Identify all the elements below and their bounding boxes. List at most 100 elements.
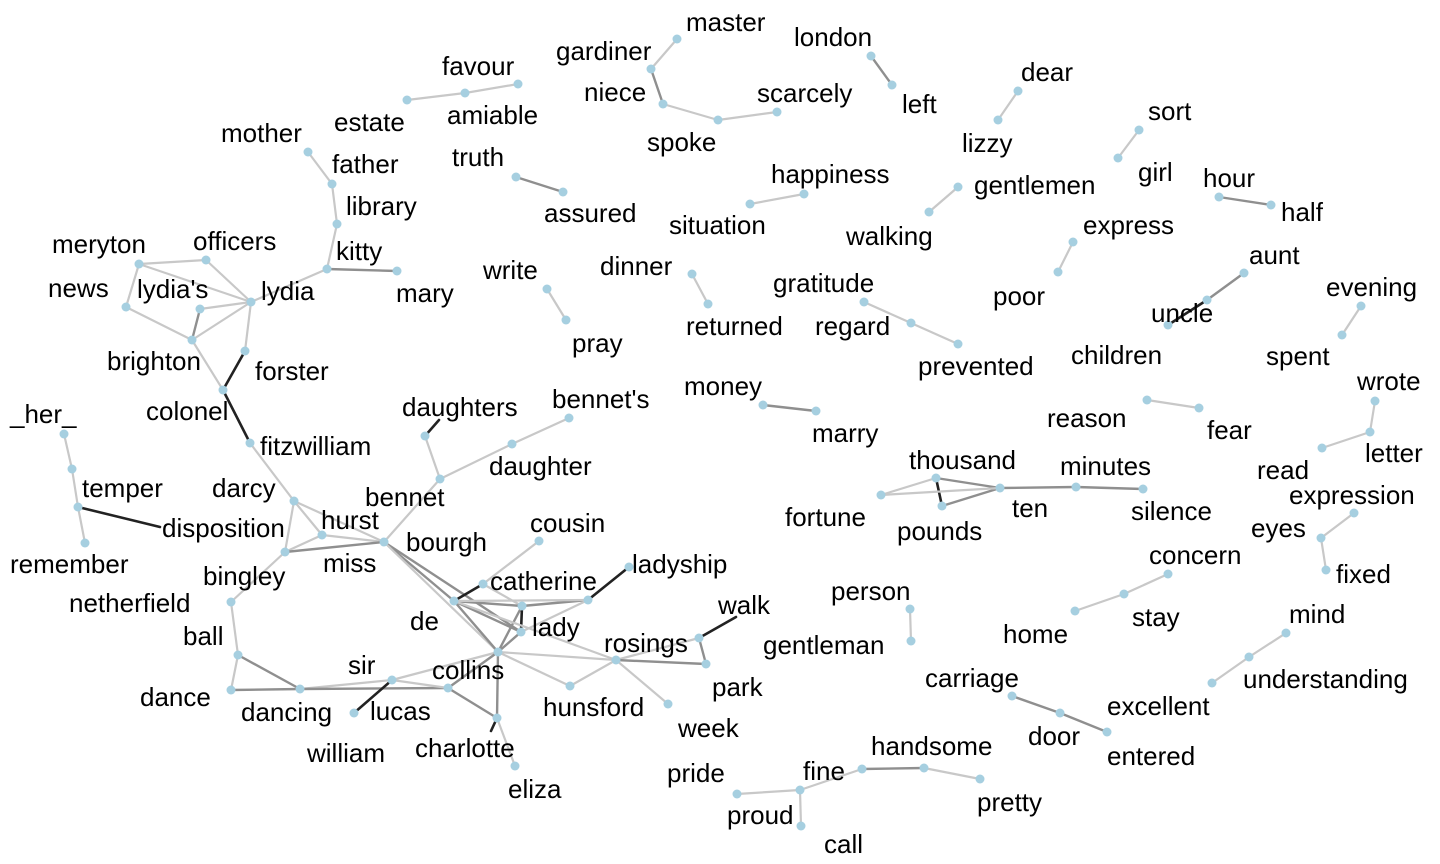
label-week: week	[677, 713, 740, 743]
label-bingley: bingley	[203, 561, 285, 591]
edge-cousin-bourgh	[481, 539, 541, 586]
node-pretty	[975, 774, 985, 784]
label-lucas: lucas	[370, 696, 431, 726]
node-sir	[387, 675, 397, 685]
label-thousand: thousand	[909, 445, 1016, 475]
edge-father-library	[330, 182, 339, 226]
node-children	[1163, 320, 1173, 330]
edge-handsome-fine	[860, 766, 926, 771]
label-children: children	[1071, 340, 1162, 370]
edge-daughter-bennet	[438, 442, 514, 481]
label-her: _her_	[9, 399, 77, 429]
label-father: father	[332, 149, 399, 179]
edge-rosings-week	[614, 658, 670, 706]
node-hour	[1214, 192, 1224, 202]
label-aunt: aunt	[1249, 240, 1300, 270]
edge-miss-collins	[382, 540, 500, 654]
label-layer: mastergardinerniecespokescarcelylondonle…	[9, 7, 1423, 859]
node-situation	[745, 199, 755, 209]
node-netherfield	[226, 597, 236, 607]
label-lizzy: lizzy	[962, 128, 1013, 158]
node-pray	[561, 315, 571, 325]
node-letter	[1365, 427, 1375, 437]
edge-bingley-netherfield	[229, 550, 287, 604]
edge-lydias-brighton	[190, 307, 202, 342]
edge-understanding-excellent	[1210, 655, 1251, 685]
edge-brighton-colonel	[190, 338, 225, 392]
edge-fitzwilliam-darcy	[248, 441, 296, 503]
label-dancing: dancing	[241, 697, 332, 727]
label-news: news	[48, 273, 109, 303]
edge-fortune-thousand	[879, 476, 938, 497]
node-master	[672, 34, 682, 44]
edge-bingley-miss	[283, 540, 386, 554]
node-regard	[906, 318, 916, 328]
label-ball: ball	[183, 621, 223, 651]
node-left	[887, 80, 897, 90]
edge-disposition-disposition_end	[76, 505, 162, 529]
node-dancing	[295, 684, 305, 694]
node-spent	[1337, 330, 1347, 340]
label-evening: evening	[1326, 272, 1417, 302]
label-concern: concern	[1149, 540, 1242, 570]
node-rosings	[611, 655, 621, 665]
label-pride: pride	[667, 758, 725, 788]
label-eliza: eliza	[508, 774, 562, 804]
label-uncle: uncle	[1151, 298, 1213, 328]
label-daughters: daughters	[402, 392, 518, 422]
edge-expression-eyes	[1319, 511, 1356, 540]
label-returned: returned	[686, 311, 783, 341]
node-niece	[658, 99, 668, 109]
label-poor: poor	[993, 281, 1045, 311]
label-pretty: pretty	[977, 787, 1042, 817]
node-hurst	[317, 530, 327, 540]
edge-niece-spoke	[661, 102, 720, 122]
node-eliza	[510, 761, 520, 771]
label-favour: favour	[442, 51, 515, 81]
label-gardiner: gardiner	[556, 36, 652, 66]
node-understanding	[1244, 652, 1254, 662]
node-dance	[226, 685, 236, 695]
edge-forster-colonel	[221, 349, 247, 392]
edge-lady-ladyshipb	[519, 598, 590, 634]
label-express: express	[1083, 210, 1174, 240]
edge-london-left	[869, 54, 894, 87]
node-meryton	[134, 259, 144, 269]
label-reason: reason	[1047, 403, 1127, 433]
node-thousand	[931, 473, 941, 483]
label-wrote: wrote	[1356, 366, 1421, 396]
edge-stay-home	[1073, 592, 1126, 613]
label-pray: pray	[572, 328, 623, 358]
edge-darcy-miss	[292, 499, 386, 544]
node-assured	[558, 187, 568, 197]
edge-hurst-bingley	[283, 533, 324, 554]
edge-door-entered	[1058, 711, 1109, 734]
edge-news-brighton	[124, 305, 194, 342]
label-officers: officers	[193, 226, 276, 256]
edge-wrote-letter	[1368, 399, 1377, 434]
label-park: park	[712, 672, 764, 702]
label-netherfield: netherfield	[69, 588, 190, 618]
edge-handsome-pretty	[922, 766, 982, 781]
label-niece: niece	[584, 77, 646, 107]
edge-lydias-lydia	[198, 300, 253, 311]
edge-rosings-walk	[614, 636, 701, 662]
label-de: de	[410, 606, 439, 636]
edge-happiness-situation	[748, 192, 806, 206]
node-girl	[1113, 153, 1123, 163]
edge-fortune-ten	[879, 486, 1002, 497]
edge-pounds-ten	[940, 486, 1002, 508]
label-lady: lady	[532, 612, 580, 642]
node-week	[663, 699, 673, 709]
node-mother	[303, 147, 313, 157]
label-meryton: meryton	[52, 229, 146, 259]
node-layer	[59, 34, 1380, 831]
label-happiness: happiness	[771, 159, 890, 189]
node-officers	[201, 255, 211, 265]
node-bourgh	[478, 579, 488, 589]
label-fear: fear	[1207, 415, 1252, 445]
edge-ball-dance	[229, 653, 240, 692]
label-minutes: minutes	[1060, 451, 1151, 481]
node-daughters	[420, 431, 430, 441]
label-person: person	[831, 576, 911, 606]
